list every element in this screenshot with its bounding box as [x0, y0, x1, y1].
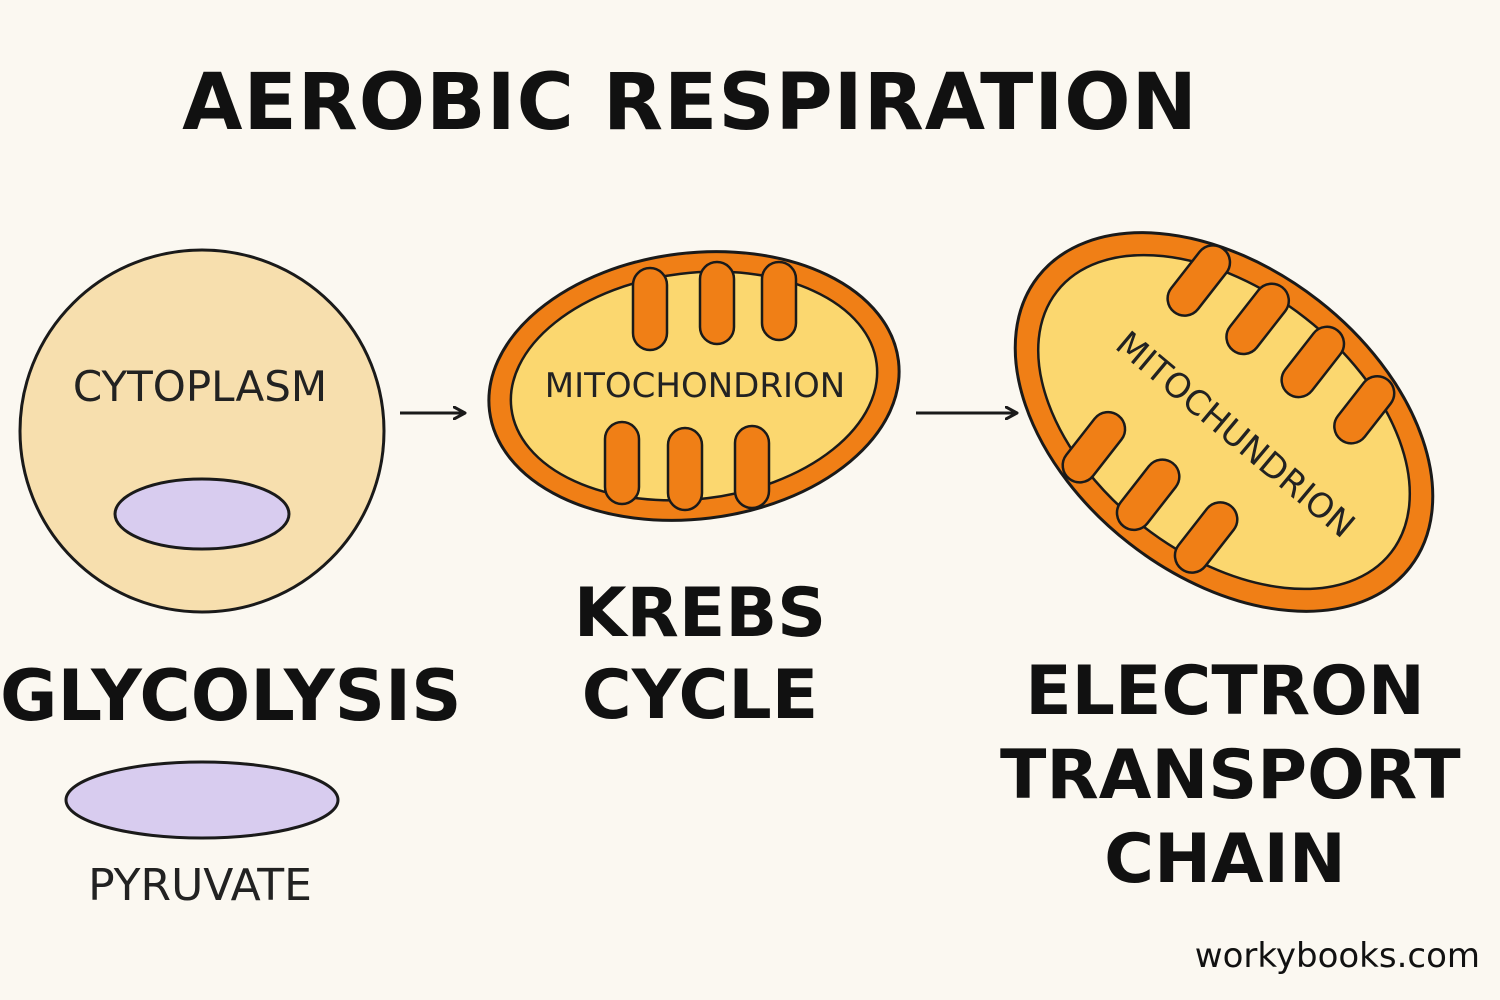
krebs-cycle-label: KREBS CYCLE: [540, 573, 860, 737]
mitochondrion-krebs: [487, 250, 901, 522]
krebs-line-1: KREBS: [573, 574, 827, 653]
cytoplasm-cell: [18, 248, 386, 614]
etc-line-3: CHAIN: [1104, 820, 1346, 899]
etc-line-2: TRANSPORT: [1000, 736, 1461, 815]
electron-transport-chain-label: ELECTRON TRANSPORT CHAIN: [1000, 650, 1461, 902]
diagram-title: AEROBIC RESPIRATION: [182, 58, 1198, 148]
source-credit: workybooks.com: [1194, 936, 1480, 976]
cytoplasm-label: CYTOPLASM: [72, 362, 328, 411]
pyruvate-molecule: [64, 760, 340, 840]
mitochondrion-etc: [1013, 231, 1435, 613]
krebs-line-2: CYCLE: [581, 656, 819, 735]
etc-line-1: ELECTRON: [1025, 652, 1425, 731]
mitochondrion-label-krebs: MITOCHONDRION: [544, 366, 846, 406]
cytoplasm-pyruvate-blob: [113, 477, 291, 551]
glycolysis-label: GLYCOLYSIS: [0, 655, 462, 737]
pyruvate-label: PYRUVATE: [88, 860, 312, 911]
